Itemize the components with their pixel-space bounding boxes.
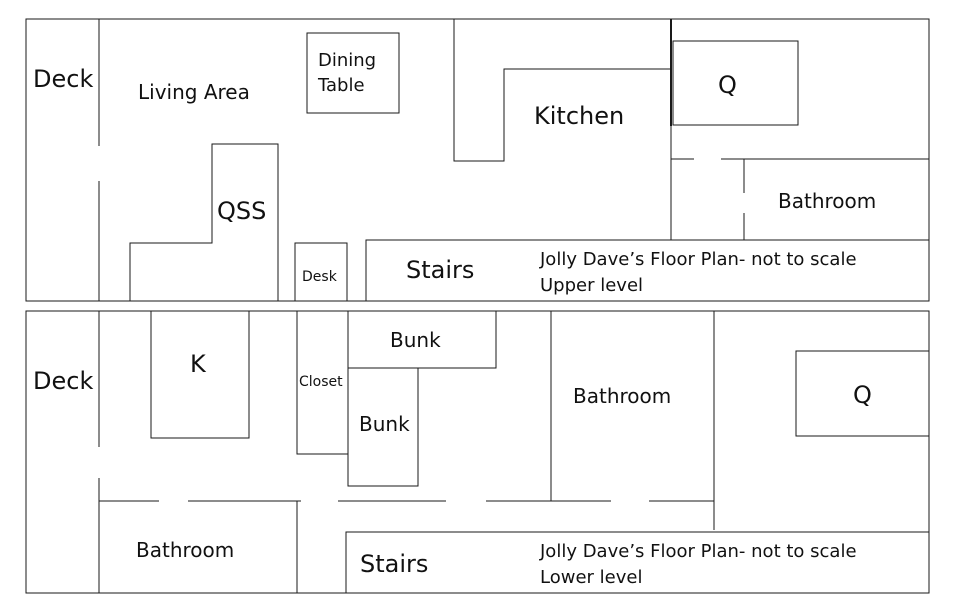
upper-level: Deck Living Area Dining Table Kitchen Q … — [25, 18, 930, 302]
living-area-label: Living Area — [138, 80, 250, 104]
caption-level: Lower level — [540, 567, 642, 588]
stairs-upper — [365, 239, 930, 302]
closet-label: Closet — [299, 374, 343, 390]
dining-table-label-line1: Dining — [318, 50, 376, 71]
kitchen-counter — [453, 19, 671, 162]
dining-table-label-line2: Table — [317, 75, 365, 96]
lower-level: Deck K Closet Bunk Bunk Bathroom Q Bathr… — [25, 310, 930, 594]
bunk-bottom — [347, 367, 419, 487]
deck-label: Deck — [33, 367, 93, 395]
bathroom-center-label: Bathroom — [573, 384, 671, 408]
kitchen-label: Kitchen — [534, 102, 624, 130]
queen-bed-label: Q — [718, 71, 737, 99]
queen-bed-lower — [795, 350, 930, 437]
deck-label: Deck — [33, 65, 93, 93]
caption-title: Jolly Dave’s Floor Plan- not to scale — [539, 541, 857, 562]
qss-label: QSS — [217, 197, 266, 225]
desk — [294, 242, 348, 302]
bunk-top — [347, 310, 497, 369]
bunk-top-label: Bunk — [390, 328, 441, 352]
king-bed — [150, 310, 250, 439]
caption-level: Upper level — [540, 275, 643, 296]
bathroom-label: Bathroom — [778, 189, 876, 213]
dining-table — [306, 32, 400, 114]
queen-bed-upper — [672, 40, 799, 126]
stairs-label: Stairs — [406, 256, 474, 284]
caption-title: Jolly Dave’s Floor Plan- not to scale — [539, 249, 857, 270]
queen-bed-label: Q — [853, 381, 872, 409]
qss-sofa — [129, 143, 279, 302]
bunk-bottom-label: Bunk — [359, 412, 410, 436]
stairs-label: Stairs — [360, 550, 428, 578]
stairs-lower — [345, 531, 930, 594]
king-bed-label: K — [190, 350, 207, 378]
bathroom-left-label: Bathroom — [136, 538, 234, 562]
desk-label: Desk — [302, 269, 338, 285]
